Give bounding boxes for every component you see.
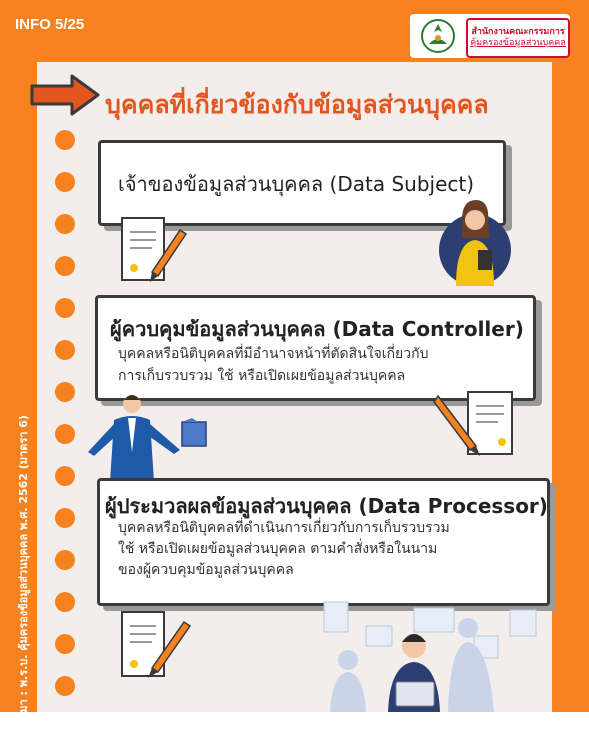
org-name-line2: คุ้มครองข้อมูลส่วนบุคคล bbox=[470, 38, 566, 48]
card-title: เจ้าของข้อมูลส่วนบุคคล (Data Subject) bbox=[118, 172, 475, 196]
binder-hole bbox=[55, 676, 75, 696]
binder-hole bbox=[55, 466, 75, 486]
binder-hole bbox=[55, 634, 75, 654]
binder-hole bbox=[55, 298, 75, 318]
binder-hole bbox=[55, 424, 75, 444]
card-title: ผู้ควบคุมข้อมูลส่วนบุคคล (Data Controlle… bbox=[110, 317, 524, 341]
source-note: ที่มา : พ.ร.บ. คุ้มครองข้อมูลส่วนบุคคล พ… bbox=[17, 415, 30, 720]
info-label: INFO 5/25 bbox=[15, 16, 85, 33]
binder-hole bbox=[55, 172, 75, 192]
bottom-margin bbox=[0, 712, 589, 732]
binder-hole bbox=[55, 592, 75, 612]
card-description: บุคคลหรือนิติบุคคลที่ดำเนินการเกี่ยวกับก… bbox=[118, 518, 450, 581]
binder-hole bbox=[55, 508, 75, 528]
description-line: ของผู้ควบคุมข้อมูลส่วนบุคคล bbox=[118, 562, 294, 578]
card-title: ผู้ประมวลผลข้อมูลส่วนบุคคล (Data Process… bbox=[105, 494, 548, 518]
paper-edge bbox=[552, 62, 564, 712]
binder-hole bbox=[55, 382, 75, 402]
page-title: บุคคลที่เกี่ยวข้องกับข้อมูลส่วนบุคคล bbox=[105, 90, 489, 119]
card-data-processor bbox=[97, 478, 550, 606]
document-pen-icon bbox=[121, 611, 192, 678]
binder-hole bbox=[55, 256, 75, 276]
binder-hole bbox=[55, 214, 75, 234]
binder-hole bbox=[55, 130, 75, 150]
description-line: ใช้ หรือเปิดเผยข้อมูลส่วนบุคคล ตามคำสั่ง… bbox=[118, 541, 438, 557]
description-line: บุคคลหรือนิติบุคคลที่ดำเนินการเกี่ยวกับก… bbox=[118, 520, 450, 536]
card-description: บุคคลหรือนิติบุคคลที่มีอำนาจหน้าที่ตัดสิ… bbox=[118, 343, 429, 387]
description-line: บุคคลหรือนิติบุคคลที่มีอำนาจหน้าที่ตัดสิ… bbox=[118, 346, 429, 362]
data-processor-team-illustration bbox=[323, 601, 537, 712]
data-subject-avatar bbox=[439, 200, 511, 286]
binder-hole bbox=[55, 550, 75, 570]
binder-hole bbox=[55, 340, 75, 360]
document-pen-icon bbox=[433, 391, 513, 456]
org-name-line1: สำนักงานคณะกรรมการ bbox=[471, 27, 565, 37]
card-data-subject bbox=[98, 140, 506, 226]
organization-name: สำนักงานคณะกรรมการ คุ้มครองข้อมูลส่วนบุค… bbox=[466, 18, 570, 58]
description-line: การเก็บรวบรวม ใช้ หรือเปิดเผยข้อมูลส่วนบ… bbox=[118, 368, 406, 384]
government-seal-icon bbox=[421, 19, 455, 53]
arrow-icon bbox=[30, 74, 100, 116]
data-controller-figure bbox=[88, 395, 207, 482]
card-data-controller bbox=[95, 295, 536, 401]
document-pen-icon bbox=[121, 217, 188, 282]
binder-holes bbox=[55, 130, 77, 710]
